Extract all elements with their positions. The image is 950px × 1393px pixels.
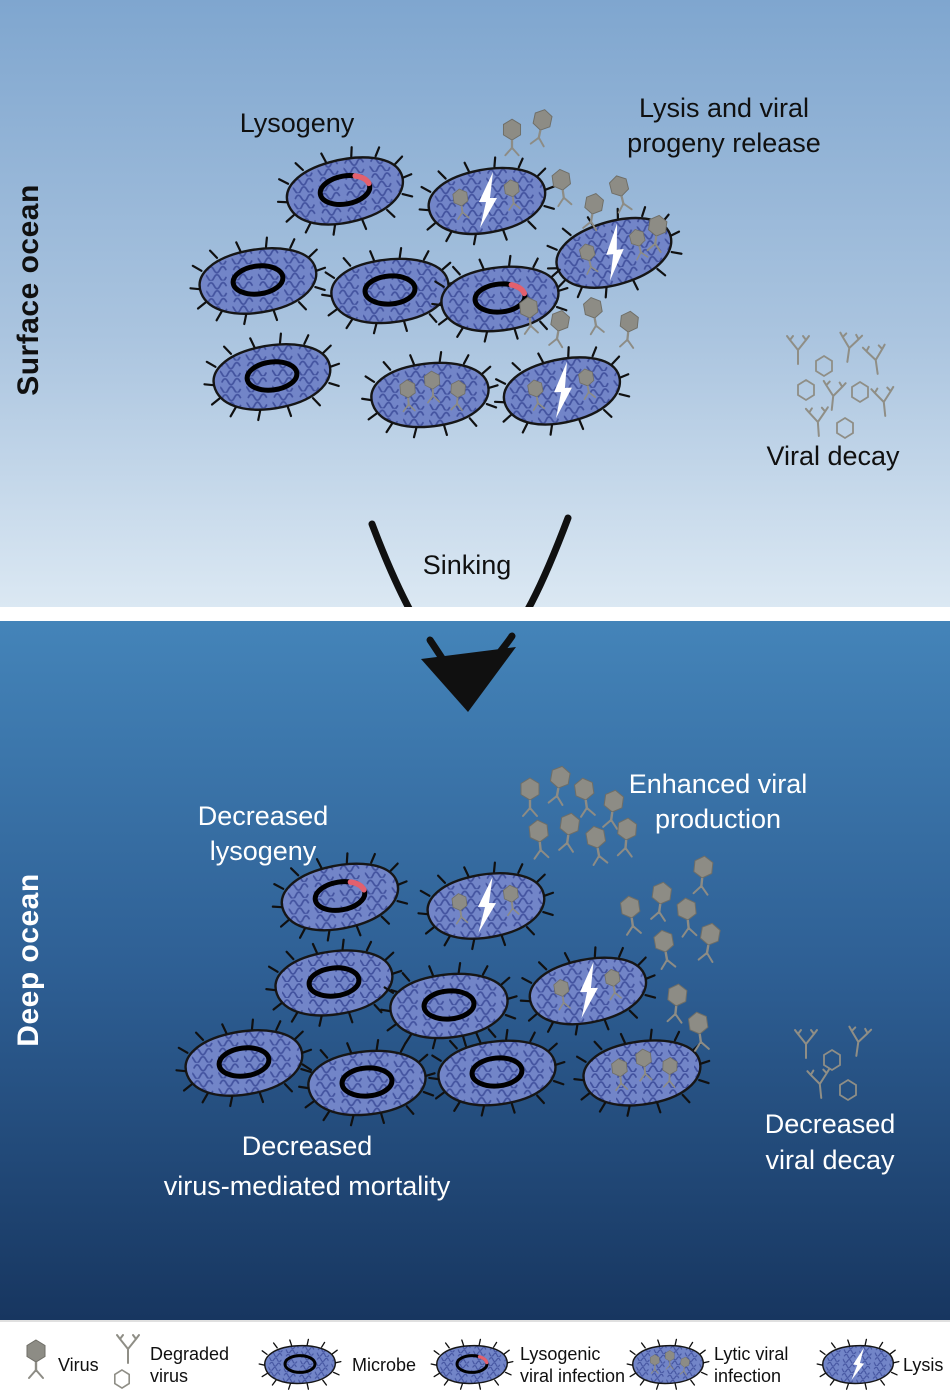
- legend-label-lysogenic-line2: viral infection: [520, 1366, 625, 1386]
- sinking-label: Sinking: [423, 550, 512, 580]
- decreased-mortality-label-line2: virus-mediated mortality: [164, 1171, 451, 1201]
- legend-label-lysis: Lysis: [903, 1355, 943, 1375]
- legend-label-lysogenic-line1: Lysogenic: [520, 1344, 600, 1364]
- legend-top-border: [0, 1320, 950, 1322]
- legend-label-degraded-line1: Degraded: [150, 1344, 229, 1364]
- decreased-viral-decay-label-line2: viral decay: [765, 1145, 895, 1175]
- lysogeny-label: Lysogeny: [240, 108, 355, 138]
- decreased-lysogeny-label-line2: lysogeny: [210, 836, 317, 866]
- legend-label-lytic-line2: infection: [714, 1366, 781, 1386]
- deep-ocean-panel: Deep ocean Decreased lysogeny Enhanced v…: [0, 621, 950, 1320]
- legend-bar: Virus Degraded virus Microbe Lysogenic v…: [0, 1320, 950, 1393]
- legend-label-microbe: Microbe: [352, 1355, 416, 1375]
- lysis-progeny-label-line2: progeny release: [627, 128, 821, 158]
- surface-ocean-side-label: Surface ocean: [12, 184, 45, 396]
- decreased-mortality-label-line1: Decreased: [242, 1131, 373, 1161]
- surface-ocean-panel: Surface ocean Lysogeny Lysis and viral p…: [0, 0, 950, 607]
- deep-ocean-side-label: Deep ocean: [12, 873, 45, 1046]
- viral-decay-label: Viral decay: [766, 441, 900, 471]
- ocean-divider: [0, 607, 950, 621]
- legend-label-degraded-line2: virus: [150, 1366, 188, 1386]
- enhanced-viral-production-label-line1: Enhanced viral: [629, 769, 808, 799]
- lysis-progeny-label-line1: Lysis and viral: [639, 93, 809, 123]
- sinking-arrow-tip: [421, 632, 516, 712]
- legend-label-lytic-line1: Lytic viral: [714, 1344, 788, 1364]
- enhanced-viral-production-label-line2: production: [655, 804, 781, 834]
- deep-ocean-background: [0, 621, 950, 1320]
- decreased-viral-decay-label-line1: Decreased: [765, 1109, 896, 1139]
- decreased-lysogeny-label-line1: Decreased: [198, 801, 329, 831]
- legend-label-virus: Virus: [58, 1355, 99, 1375]
